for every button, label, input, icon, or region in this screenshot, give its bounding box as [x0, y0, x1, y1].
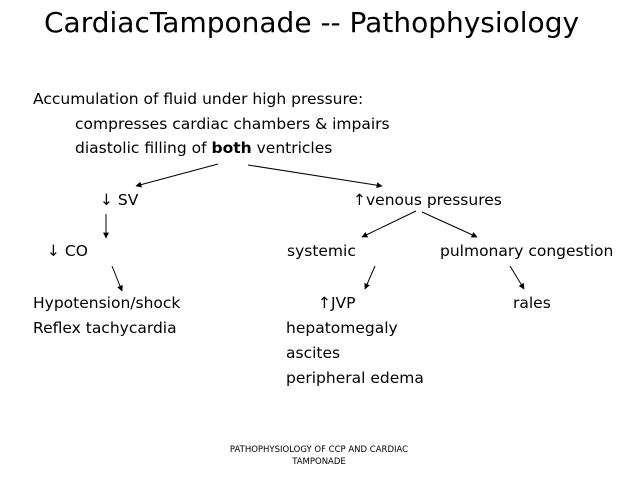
jvp-label: ↑JVP	[318, 294, 356, 312]
systemic-label: systemic	[287, 242, 356, 260]
compresses-line: compresses cardiac chambers & impairs	[75, 115, 390, 133]
ascites-label: ascites	[286, 344, 341, 362]
diastolic-text-bold: both	[211, 139, 252, 157]
slide-footer: PATHOPHYSIOLOGY OF CCP AND CARDIAC TAMPO…	[229, 445, 409, 467]
arrow-to-systemic	[361, 210, 417, 238]
reflex-tachycardia-label: Reflex tachycardia	[33, 319, 177, 337]
slide-title: CardiacTamponade -- Pathophysiology	[44, 6, 580, 39]
sv-label: ↓ SV	[100, 191, 139, 209]
arrow-co-to-hypotension	[111, 265, 123, 292]
venous-pressures-label: ↑venous pressures	[353, 191, 502, 209]
diastolic-text-post: ventricles	[251, 139, 333, 157]
arrow-systemic-to-jvp	[364, 265, 376, 290]
diastolic-line: diastolic filling of both ventricles	[75, 138, 332, 158]
arrow-to-venous	[247, 164, 383, 189]
peripheral-edema-label: peripheral edema	[286, 369, 424, 387]
intro-line: Accumulation of fluid under high pressur…	[33, 90, 364, 108]
hypotension-label: Hypotension/shock	[33, 294, 181, 312]
rales-label: rales	[513, 294, 551, 312]
co-label: ↓ CO	[47, 242, 88, 260]
arrow-to-pulmonary	[421, 211, 478, 238]
hepatomegaly-label: hepatomegaly	[286, 319, 398, 337]
pulmonary-congestion-label: pulmonary congestion	[440, 242, 614, 260]
diastolic-text-pre: diastolic filling of	[75, 139, 212, 157]
arrow-to-sv	[135, 163, 219, 188]
arrow-pulmonary-to-rales	[509, 265, 525, 290]
